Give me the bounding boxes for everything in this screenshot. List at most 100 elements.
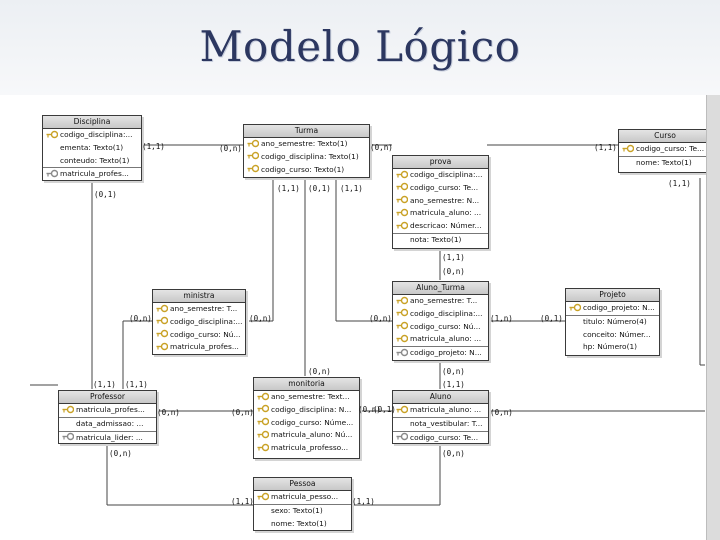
entity-attribute: matricula_lider: ...: [59, 430, 156, 443]
blank-icon: [622, 157, 634, 166]
foreign-key-icon: [396, 348, 409, 357]
primary-key-icon: [396, 182, 409, 191]
entity-attribute: codigo_disciplina:...: [43, 129, 141, 142]
primary-key-icon: [247, 151, 260, 160]
entity-attribute: matricula_professo...: [254, 442, 359, 455]
entity-attribute: codigo_disciplina:...: [393, 169, 488, 182]
cardinality-label: (0,1): [94, 190, 117, 199]
attribute-text: hp: Número(1): [583, 342, 638, 352]
cardinality-label: (1,1): [125, 380, 148, 389]
entity-attribute: codigo_curso: Texto(1): [244, 164, 369, 177]
entity-attribute: nome: Texto(1): [254, 518, 351, 530]
primary-key-icon: [257, 443, 270, 452]
primary-key-icon: [257, 492, 270, 501]
entity-ministra[interactable]: ministra ano_semestre: T...codigo_discip…: [152, 289, 246, 355]
attribute-text: codigo_disciplina:...: [170, 316, 243, 326]
entity-title: prova: [393, 156, 488, 169]
foreign-key-icon: [62, 432, 75, 441]
entity-attribute: codigo_projeto: N...: [393, 346, 488, 360]
entity-attribute: codigo_curso: Núme...: [254, 417, 359, 430]
entity-attribute: matricula_profes...: [43, 167, 141, 180]
entity-attribute: codigo_curso: Te...: [619, 143, 711, 156]
entity-attribute: descricao: Númer...: [393, 220, 488, 233]
entity-attribute: hp: Número(1): [566, 341, 659, 354]
primary-key-icon: [396, 334, 409, 343]
entity-attribute: codigo_curso: Nú...: [153, 329, 245, 342]
primary-key-icon: [396, 170, 409, 179]
entity-attribute: matricula_pesso...: [254, 491, 351, 504]
blank-icon: [62, 418, 74, 427]
entity-prova[interactable]: prova codigo_disciplina:... codigo_curso:…: [392, 155, 489, 249]
attribute-text: ano_semestre: T...: [410, 296, 478, 305]
entity-pessoa[interactable]: Pessoa matricula_pesso...sexo: Texto(1)n…: [253, 477, 352, 531]
entity-title: monitoria: [254, 378, 359, 391]
entity-title: Disciplina: [43, 116, 141, 129]
attribute-text: matricula_lider: ...: [76, 432, 143, 442]
attribute-text: codigo_projeto: N...: [410, 348, 482, 358]
entity-aluno-turma[interactable]: Aluno_Turma ano_semestre: T...codigo_dis…: [392, 281, 489, 361]
attribute-text: codigo_disciplina:...: [410, 170, 483, 179]
entity-professor[interactable]: Professor matricula_profes...data_admiss…: [58, 390, 157, 444]
entity-attribute: matricula_aluno: Nú...: [254, 429, 359, 442]
entity-attribute: conceito: Númer...: [566, 329, 659, 342]
attribute-text: matricula_profes...: [170, 342, 239, 352]
entity-monitoria[interactable]: monitoria ano_semestre: Text... codigo_di…: [253, 377, 360, 459]
attribute-text: codigo_curso: Te...: [410, 432, 479, 442]
entity-title: Professor: [59, 391, 156, 404]
entity-attribute: titulo: Número(4): [566, 314, 659, 329]
cardinality-label: (1,1): [668, 179, 691, 188]
attribute-text: nota: Texto(1): [410, 234, 462, 244]
entity-projeto[interactable]: Projeto codigo_projeto: N... titulo: Núme…: [565, 288, 660, 356]
blank-icon: [46, 142, 58, 151]
attribute-text: matricula_aluno: Nú...: [271, 430, 353, 440]
primary-key-icon: [156, 342, 169, 351]
attribute-text: conceito: Númer...: [583, 329, 651, 339]
entity-attribute: matricula_aluno: ...: [393, 333, 488, 346]
entity-attribute: codigo_curso: Te...: [393, 430, 488, 443]
primary-key-icon: [569, 303, 582, 312]
attribute-text: nome: Texto(1): [271, 518, 327, 528]
entity-title: Aluno: [393, 391, 488, 404]
attribute-text: codigo_projeto: N...: [583, 303, 655, 312]
entity-attribute: ano_semestre: Texto(1): [244, 138, 369, 151]
cardinality-label: (0,n): [109, 449, 132, 458]
attribute-text: codigo_curso: Te...: [636, 144, 705, 153]
entity-attribute: data_admissao: ...: [59, 416, 156, 431]
entity-title: Projeto: [566, 289, 659, 302]
entity-attribute: ano_semestre: T...: [393, 295, 488, 308]
attribute-text: matricula_aluno: ...: [410, 405, 482, 414]
attribute-text: codigo_curso: Te...: [410, 182, 479, 192]
foreign-key-icon: [46, 169, 59, 178]
entity-attribute: ano_semestre: T...: [153, 303, 245, 316]
blank-icon: [257, 505, 269, 514]
scrollbar[interactable]: [706, 95, 720, 540]
cardinality-label: (0,n): [129, 314, 152, 323]
entity-attribute: codigo_curso: Te...: [393, 182, 488, 195]
attribute-text: ano_semestre: Text...: [271, 392, 350, 401]
attribute-text: codigo_disciplina:...: [60, 130, 133, 139]
attribute-text: matricula_aluno: ...: [410, 208, 482, 218]
entity-aluno[interactable]: Aluno matricula_aluno: ...nota_vestibula…: [392, 390, 489, 444]
cardinality-label: (1,1): [142, 142, 165, 151]
cardinality-label: (1,n): [490, 314, 513, 323]
entity-title: Pessoa: [254, 478, 351, 491]
entity-disciplina[interactable]: Disciplina codigo_disciplina:...ementa: …: [42, 115, 142, 181]
entity-attribute: codigo_disciplina: Texto(1): [244, 151, 369, 164]
cardinality-label: (1,1): [442, 380, 465, 389]
cardinality-label: (0,n): [442, 449, 465, 458]
attribute-text: codigo_curso: Texto(1): [261, 164, 345, 174]
primary-key-icon: [396, 321, 409, 330]
blank-icon: [396, 234, 408, 243]
cardinality-label: (0,1): [308, 184, 331, 193]
attribute-text: matricula_professo...: [271, 443, 349, 453]
primary-key-icon: [247, 139, 260, 148]
primary-key-icon: [46, 130, 59, 139]
blank-icon: [569, 342, 581, 351]
entity-curso[interactable]: Curso codigo_curso: Te...nome: Texto(1): [618, 129, 712, 173]
attribute-text: codigo_disciplina: N...: [271, 404, 352, 414]
cardinality-label: (1,1): [93, 380, 116, 389]
entity-attribute: ano_semestre: Text...: [254, 391, 359, 404]
attribute-text: codigo_curso: Nú...: [410, 321, 481, 331]
primary-key-icon: [396, 405, 409, 414]
entity-turma[interactable]: Turma ano_semestre: Texto(1)codigo_disci…: [243, 124, 370, 178]
